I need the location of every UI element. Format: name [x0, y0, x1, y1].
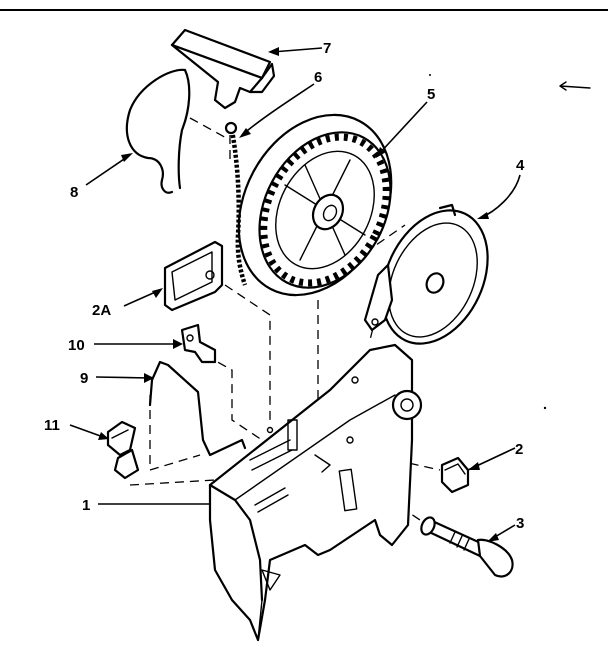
part-11-clip — [106, 420, 140, 480]
callout-label-8: 8 — [70, 184, 78, 201]
part-6-rope — [224, 121, 248, 286]
callout-4: 4 — [477, 157, 525, 219]
callout-label-5: 5 — [427, 86, 435, 103]
part-2-nut — [440, 456, 470, 494]
callout-2a: 2A — [92, 288, 163, 319]
part-7-handle: PULL TO START — [170, 28, 276, 110]
callout-3: 3 — [487, 515, 524, 542]
part-8-guide-wire — [125, 68, 191, 194]
callout-label-10: 10 — [68, 337, 85, 354]
stray-arrow — [559, 81, 591, 91]
callout-9: 9 — [80, 370, 154, 387]
callout-8: 8 — [70, 153, 133, 201]
part-4-spring-cup — [363, 203, 489, 345]
callout-10: 10 — [68, 337, 183, 354]
callout-2: 2 — [467, 441, 523, 471]
callout-label-9: 9 — [80, 370, 88, 387]
part-3-bolt — [420, 516, 514, 578]
callout-label-2: 2 — [515, 441, 523, 458]
callout-1: 1 — [82, 497, 210, 514]
callout-label-6: 6 — [314, 69, 322, 86]
callout-label-11: 11 — [44, 417, 60, 434]
part-9-spring — [148, 360, 247, 457]
callout-label-2a: 2A — [92, 302, 111, 319]
speck — [429, 74, 431, 76]
callout-11: 11 — [44, 417, 109, 440]
callout-label-7: 7 — [323, 40, 331, 57]
callout-5: 5 — [376, 86, 435, 158]
callout-label-4: 4 — [516, 157, 525, 174]
part-2a-plate — [163, 240, 224, 312]
part-1-housing — [208, 343, 423, 642]
callout-7: 7 — [268, 40, 331, 57]
callout-label-3: 3 — [516, 515, 524, 532]
part-5-pulley — [237, 113, 393, 297]
speck — [543, 406, 547, 410]
callout-label-1: 1 — [82, 497, 90, 514]
callout-6: 6 — [239, 69, 322, 138]
part-10-bracket — [180, 323, 217, 364]
